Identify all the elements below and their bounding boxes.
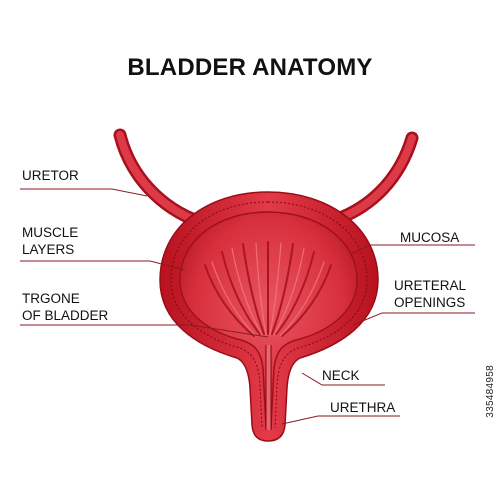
label-neck: NECK — [322, 368, 360, 383]
label-trigone: TRGONE OF BLADDER — [22, 291, 109, 323]
leader-uretor — [20, 188, 148, 197]
leader-muscle — [20, 260, 186, 271]
label-muscle-layers: MUSCLE LAYERS — [22, 225, 79, 257]
leader-ureteral — [352, 312, 475, 326]
label-urethra: URETHRA — [330, 400, 396, 415]
leader-trigone — [20, 324, 269, 338]
ureter-left — [113, 128, 207, 229]
leader-lines — [20, 188, 475, 425]
leader-mucosa — [350, 244, 475, 255]
label-ureteral-openings: URETERAL OPENINGS — [394, 278, 467, 310]
ureter-right — [328, 131, 419, 227]
stock-id: 335484958 — [485, 365, 496, 418]
leader-urethra — [281, 415, 400, 425]
urethra-lumen — [266, 345, 271, 430]
diagram-title: BLADDER ANATOMY — [127, 54, 373, 81]
label-mucosa: MUCOSA — [400, 230, 460, 245]
label-uretor: URETOR — [22, 168, 79, 183]
mucosa-folds — [204, 241, 332, 337]
muscle-layer-line — [170, 201, 368, 429]
urethra-channel — [265, 345, 272, 430]
leader-neck — [301, 372, 385, 386]
